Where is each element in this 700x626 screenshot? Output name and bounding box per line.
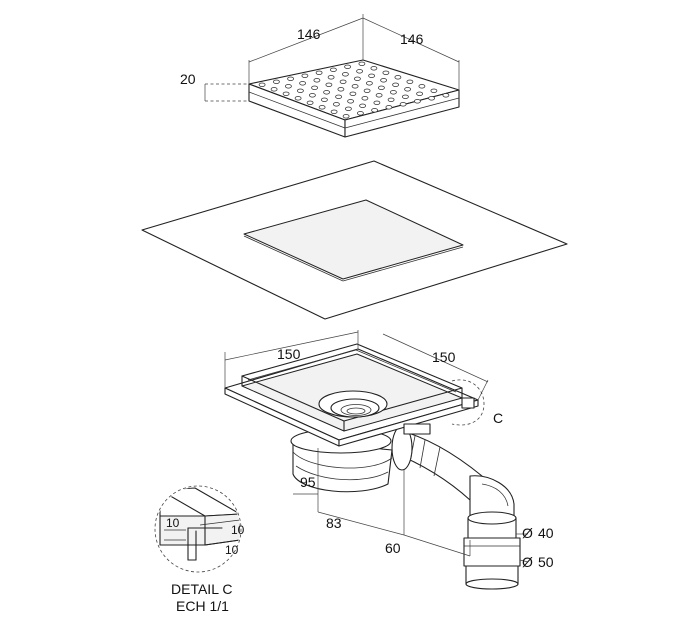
grate-hole xyxy=(270,87,278,92)
grate-hole xyxy=(392,82,400,87)
outer-diameter-label: 50 xyxy=(538,554,554,570)
grate-hole xyxy=(339,79,347,84)
grate-hole xyxy=(401,94,409,99)
grate-hole xyxy=(356,69,364,74)
grate-hole xyxy=(329,67,337,72)
inner-diameter-symbol: Ø xyxy=(522,525,533,541)
grate-hole xyxy=(389,90,397,95)
body-dimensions xyxy=(224,330,529,563)
grate-hole xyxy=(313,78,321,83)
detail-dim-b: 10 xyxy=(231,523,245,537)
grate-hole xyxy=(399,102,407,107)
grate-width-label: 146 xyxy=(297,26,321,42)
grate-hole xyxy=(311,85,319,90)
grate-dimensions xyxy=(204,14,460,102)
grate-hole xyxy=(394,75,402,80)
outer-diameter-symbol: Ø xyxy=(522,554,533,570)
grate-hole xyxy=(287,76,295,81)
grate-hole xyxy=(301,73,309,78)
grate-hole xyxy=(327,75,335,80)
grate-hole xyxy=(318,105,326,110)
grate-hole xyxy=(330,109,338,114)
grate-hole xyxy=(416,91,424,96)
body-width-label: 150 xyxy=(277,346,301,362)
grate-hole xyxy=(358,61,366,66)
grate-hole xyxy=(272,79,280,84)
drain-body xyxy=(224,343,521,590)
grate-hole xyxy=(375,93,383,98)
grate-hole xyxy=(351,84,359,89)
grate-hole xyxy=(385,105,393,110)
grate-hole xyxy=(365,81,373,86)
grate-hole xyxy=(335,94,343,99)
grate-hole xyxy=(387,97,395,102)
grate-hole xyxy=(430,88,438,93)
detail-c-marker: C xyxy=(493,410,503,426)
grate-hole xyxy=(377,85,385,90)
detail-scale: ECH 1/1 xyxy=(176,598,229,614)
grate-hole xyxy=(380,78,388,83)
grate-hole xyxy=(325,82,333,87)
grate-hole xyxy=(418,84,426,89)
detail-title: DETAIL C xyxy=(171,581,232,597)
grate-depth-label: 146 xyxy=(400,31,424,47)
grate-hole xyxy=(413,99,421,104)
detail-c-view xyxy=(154,485,242,573)
grate-hole xyxy=(428,96,436,101)
grate-hole xyxy=(323,90,331,95)
outlet-offset-label: 60 xyxy=(385,540,401,556)
grate-hole xyxy=(342,114,350,119)
grate-hole xyxy=(308,93,316,98)
grate-hole xyxy=(344,106,352,111)
grate-hole xyxy=(363,88,371,93)
grate-hole xyxy=(382,70,390,75)
grate-hole xyxy=(332,102,340,107)
inner-diameter-label: 40 xyxy=(538,525,554,541)
body-offset-label: 83 xyxy=(326,515,342,531)
grate-hole xyxy=(282,91,290,96)
grate-hole xyxy=(258,82,266,87)
grate-hole xyxy=(373,100,381,105)
grate-hole xyxy=(337,87,345,92)
grate-hole xyxy=(361,96,369,101)
grate-perforations xyxy=(258,61,450,119)
detail-dim-c: 10 xyxy=(225,543,239,557)
grate-hole xyxy=(299,81,307,86)
detail-dim-a: 10 xyxy=(166,516,180,530)
body-depth-label: 150 xyxy=(432,349,456,365)
grate-hole xyxy=(347,99,355,104)
grate-hole xyxy=(368,73,376,78)
grate-hole xyxy=(296,88,304,93)
grate-hole xyxy=(404,87,412,92)
grate-hole xyxy=(341,72,349,77)
grate-hole xyxy=(406,79,414,84)
grate-hole xyxy=(344,64,352,69)
grate-height-label: 20 xyxy=(180,71,196,87)
grate-hole xyxy=(371,108,379,113)
grate-hole xyxy=(349,91,357,96)
grate-hole xyxy=(284,84,292,89)
grate-hole xyxy=(353,76,361,81)
grate-hole xyxy=(442,93,450,98)
grate-hole xyxy=(306,100,314,105)
grate-hole xyxy=(294,96,302,101)
grate-hole xyxy=(370,66,378,71)
body-height-label: 95 xyxy=(300,474,316,490)
grate-hole xyxy=(356,111,364,116)
grate-hole xyxy=(359,103,367,108)
grate-hole xyxy=(320,97,328,102)
grate-hole xyxy=(315,70,323,75)
grate-cover xyxy=(248,59,460,138)
outlet-pipe xyxy=(391,425,521,590)
waterproof-membrane xyxy=(141,160,568,320)
